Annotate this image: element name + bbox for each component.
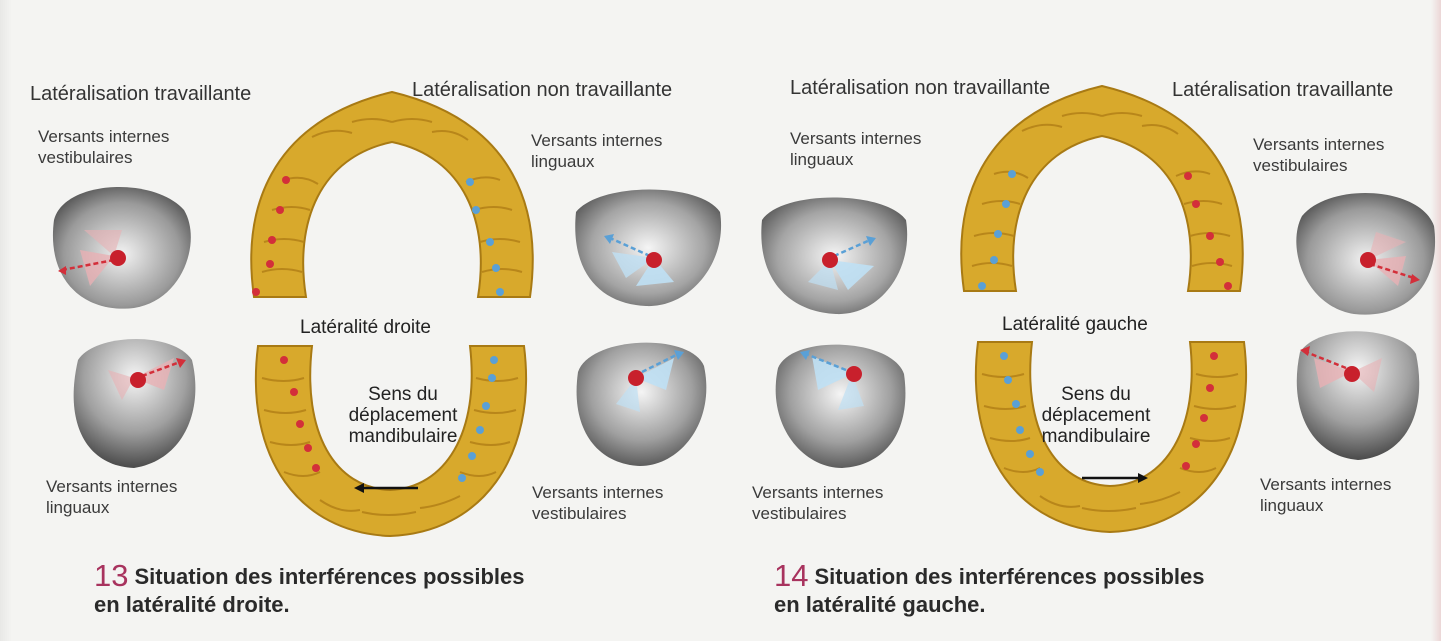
direction-arrow-right-icon [1078,470,1150,486]
upper-dental-arch [952,76,1252,316]
tooth-top-right [1290,186,1441,318]
tooth-top-left [44,180,196,312]
title-working-side: Latéralisation travaillante [30,84,251,105]
tooth-bottom-left [64,330,202,470]
label-top-right: Versants internes vestibulaires [1253,134,1384,176]
label-line: vestibulaires [532,503,663,524]
label-line: linguaux [1260,495,1391,516]
direction-arrow-left-icon [352,480,422,496]
label-line: vestibulaires [38,147,169,168]
caption-line: Situation des interférences possibles [134,564,524,589]
label-bottom-right: Versants internes linguaux [1260,474,1391,516]
direction-line: Sens du [338,384,468,405]
figure-13-panel: Latéralisation travaillante Latéralisati… [0,0,720,641]
label-bottom-left: Versants internes vestibulaires [752,482,883,524]
label-line: vestibulaires [1253,155,1384,176]
caption-line: Situation des interférences possibles [814,564,1204,589]
label-top-left: Versants internes vestibulaires [38,126,169,168]
label-line: Versants internes [1260,474,1391,495]
label-top-left: Versants internes linguaux [790,128,921,170]
tooth-top-left [758,190,912,316]
label-line: Versants internes [1253,134,1384,155]
tooth-bottom-left [772,334,912,470]
label-line: Versants internes [752,482,883,503]
center-label: Latéralité droite [300,317,431,338]
direction-label: Sens du déplacement mandibulaire [338,384,468,447]
label-line: linguaux [531,151,662,172]
label-line: Versants internes [790,128,921,149]
direction-line: déplacement [338,405,468,426]
label-bottom-right: Versants internes vestibulaires [532,482,663,524]
tooth-top-right [570,182,724,308]
caption-line: en latéralité gauche. [774,591,1205,619]
center-label: Latéralité gauche [1002,314,1148,335]
direction-line: mandibulaire [338,426,468,447]
label-line: linguaux [46,497,177,518]
label-line: Versants internes [532,482,663,503]
direction-line: mandibulaire [1026,426,1166,447]
tooth-bottom-right [570,332,710,468]
direction-line: déplacement [1026,405,1166,426]
direction-line: Sens du [1026,384,1166,405]
figure-14-panel: Latéralisation non travaillante Latérali… [720,0,1440,641]
label-bottom-left: Versants internes linguaux [46,476,177,518]
direction-label: Sens du déplacement mandibulaire [1026,384,1166,447]
label-line: linguaux [790,149,921,170]
caption-line: en latéralité droite. [94,591,525,619]
label-line: vestibulaires [752,503,883,524]
label-top-right: Versants internes linguaux [531,130,662,172]
upper-dental-arch [242,82,542,322]
figure-number: 14 [774,558,808,593]
figure-number: 13 [94,558,128,593]
tooth-bottom-right [1290,322,1428,462]
label-line: Versants internes [531,130,662,151]
label-line: Versants internes [38,126,169,147]
label-line: Versants internes [46,476,177,497]
